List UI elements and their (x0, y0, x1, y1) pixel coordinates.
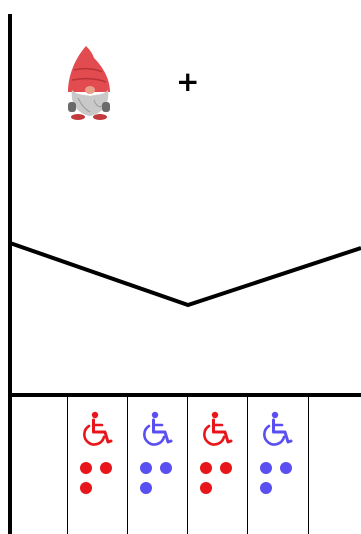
count-dot (200, 462, 212, 474)
plus-icon: + (176, 68, 199, 96)
wheelchair-icon (78, 410, 116, 448)
count-dot (140, 462, 152, 474)
count-dot (220, 462, 232, 474)
count-dot (160, 462, 172, 474)
card-red[interactable] (188, 410, 248, 500)
count-dot (260, 482, 272, 494)
count-dot (140, 482, 152, 494)
count-dot (80, 462, 92, 474)
count-dot (260, 462, 272, 474)
wheelchair-icon (258, 410, 296, 448)
tray-separator (308, 397, 309, 534)
count-dot (200, 482, 212, 494)
card-blue[interactable] (248, 410, 308, 500)
card-red[interactable] (68, 410, 128, 500)
wheelchair-icon (138, 410, 176, 448)
count-dot (80, 482, 92, 494)
count-dot (280, 462, 292, 474)
gnome-icon[interactable] (64, 44, 114, 120)
wheelchair-icon (198, 410, 236, 448)
count-dot (100, 462, 112, 474)
card-blue[interactable] (128, 410, 188, 500)
